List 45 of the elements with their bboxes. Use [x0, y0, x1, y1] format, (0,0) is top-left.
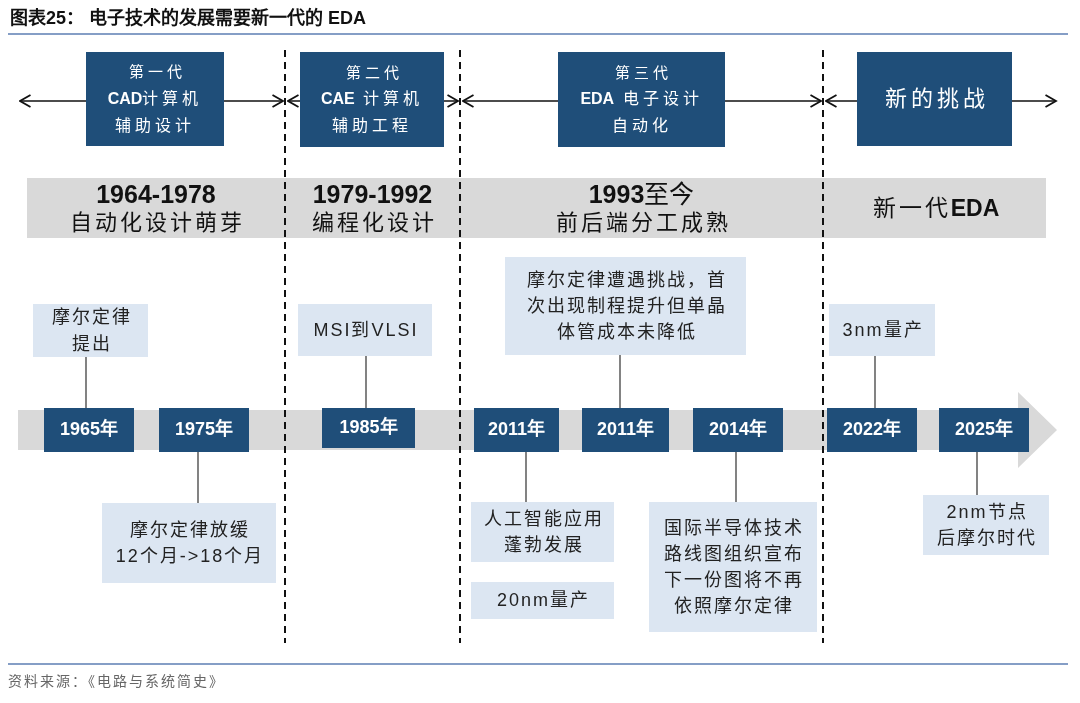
leader-line — [85, 356, 87, 409]
generation-box: 新的挑战 — [857, 52, 1012, 146]
leader-line — [525, 451, 527, 503]
era-band — [27, 178, 285, 238]
title: 图表25： 电子技术的发展需要新一代的 EDA — [10, 6, 367, 30]
leader-line — [735, 451, 737, 503]
generation-box: 第二代 CAE 计算机辅助工程 — [300, 52, 444, 147]
callout-box: 国际半导体技术路线图组织宣布下一份图将不再依照摩尔定律 — [649, 502, 817, 632]
callout-text: 摩尔定律放缓 — [129, 518, 250, 542]
leader-line — [874, 355, 876, 409]
leader-line — [619, 354, 621, 409]
era-name: 自动化设计萌芽 — [69, 208, 245, 237]
era-name: 前后端分工成熟 — [554, 208, 731, 237]
callout-text: 12个月->18个月 — [114, 545, 265, 568]
generation-box: 第一代 CAD计算机辅助设计 — [86, 52, 224, 146]
year-box: 2014年 — [693, 408, 783, 452]
callout-text: 2nm节点 — [945, 500, 1028, 524]
year-box: 1965年 — [44, 408, 134, 452]
generation-box: 第三代 EDA 电子设计自动化 — [558, 52, 725, 147]
year-range: 1964-1978 — [96, 179, 216, 209]
era-band — [460, 178, 823, 238]
callout-box — [923, 495, 1049, 555]
source-note: 资料来源：《电路与系统简史》 — [8, 672, 225, 691]
callout-box: 摩尔定律遭遇挑战，首次出现制程提升但单晶体管成本未降低 — [505, 257, 746, 355]
year-range: 1979-1992 — [312, 179, 433, 209]
era-band: 新一代EDA — [823, 178, 1046, 238]
callout-text: 后摩尔时代 — [936, 527, 1037, 550]
year-box: 2025年 — [939, 408, 1029, 452]
leader-line — [365, 355, 367, 409]
era-band — [285, 178, 460, 238]
callout-box: 3nm量产 — [829, 304, 935, 356]
callout-box: 20nm量产 — [471, 582, 614, 619]
callout-box: 人工智能应用蓬勃发展 — [471, 502, 614, 562]
callout-box — [102, 503, 276, 583]
leader-line — [197, 451, 199, 504]
year-box: 2011年 — [474, 408, 559, 452]
era-name: 编程化设计 — [310, 208, 437, 237]
leader-line — [976, 451, 978, 496]
year-range: 1993至今 — [588, 179, 695, 209]
callout-box: MSI到VLSI — [298, 304, 432, 356]
year-box: 2011年 — [582, 408, 669, 452]
year-box: 1985年 — [322, 408, 415, 448]
callout-box: 摩尔定律提出 — [33, 304, 148, 357]
year-box: 1975年 — [159, 408, 249, 452]
year-box: 2022年 — [827, 408, 917, 452]
